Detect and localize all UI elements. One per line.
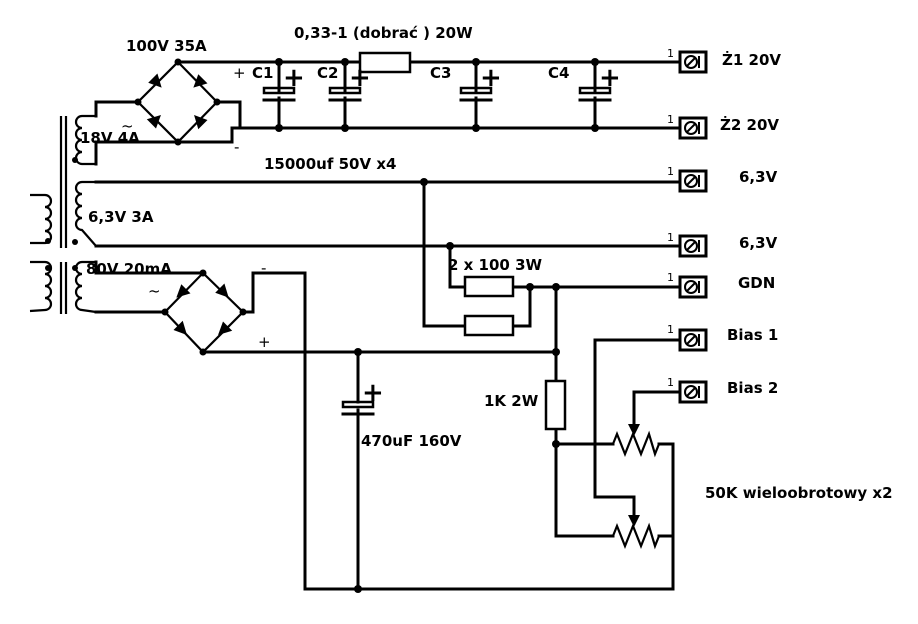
plus-sign: + (258, 333, 271, 351)
resistor-1k-label: 1K 2W (484, 392, 539, 410)
potentiometer-1 (611, 424, 661, 458)
winding-label-18v: 18V 4A (80, 129, 140, 147)
transformer (29, 114, 97, 314)
junctions (275, 58, 599, 593)
pin-number: 1 (667, 47, 674, 60)
series-resistor (358, 51, 412, 74)
pin-number: 1 (667, 323, 674, 336)
capacitor-470uf (341, 400, 375, 416)
connector-6v3-b[interactable] (678, 234, 708, 258)
output-label-bias2: Bias 2 (727, 379, 778, 397)
cap-plus-sign: + (480, 63, 502, 93)
cap-plus-sign: + (599, 63, 621, 93)
capacitor-470uf-label: 470uF 160V (361, 432, 462, 450)
connector-bias2[interactable] (678, 380, 708, 404)
output-label-z1: Ż1 20V (722, 50, 781, 69)
minus-sign: - (261, 259, 266, 277)
output-label-gnd: GDN (738, 274, 775, 292)
bridge-rectifier-1 (134, 58, 221, 146)
connector-z2[interactable] (678, 116, 708, 140)
capacitor-c3-label: C3 (430, 64, 451, 82)
cap-plus-sign: + (362, 378, 384, 408)
capacitor-c2-label: C2 (317, 64, 338, 82)
capacitor-c1-label: C1 (252, 64, 273, 82)
output-label-6v3-b: 6,3V (739, 234, 778, 252)
output-label-bias1: Bias 1 (727, 326, 778, 344)
capacitor-c4 (578, 86, 612, 102)
potentiometer-2 (611, 515, 661, 550)
capacitor-c3 (459, 86, 493, 102)
wiring (94, 60, 682, 591)
pin-number: 1 (667, 376, 674, 389)
resistor-1k (544, 379, 567, 431)
capacitor-c2 (328, 86, 362, 102)
resistor-pair-label: 2 x 100 3W (448, 256, 543, 274)
connector-gnd[interactable] (678, 275, 708, 299)
connector-bias1[interactable] (678, 328, 708, 352)
winding-label-6v3: 6,3V 3A (88, 208, 154, 226)
capacitor-c4-label: C4 (548, 64, 569, 82)
bridge-rectifier-label: 100V 35A (126, 37, 207, 55)
output-label-z2: Ż2 20V (720, 115, 779, 134)
series-resistor-label: 0,33-1 (dobrać ) 20W (294, 24, 473, 42)
resistor-pair (463, 275, 515, 337)
pin-number: 1 (667, 165, 674, 178)
connector-z1[interactable] (678, 50, 708, 74)
potentiometers-label: 50K wieloobrotowy x2 (705, 484, 893, 502)
capacitor-c1 (262, 86, 296, 102)
capacitor-bank (262, 86, 612, 102)
plus-sign: + (233, 64, 246, 82)
connector-6v3-a[interactable] (678, 169, 708, 193)
capacitor-bank-label: 15000uf 50V x4 (264, 155, 396, 173)
ac-symbol: ~ (121, 117, 134, 135)
pin-number: 1 (667, 271, 674, 284)
minus-sign: - (234, 138, 239, 156)
ac-symbol: ~ (148, 282, 161, 300)
pin-number: 1 (667, 113, 674, 126)
output-label-6v3-a: 6,3V (739, 168, 778, 186)
cap-plus-sign: + (349, 63, 371, 93)
bridge-rectifier-2 (161, 269, 247, 356)
cap-plus-sign: + (283, 63, 305, 93)
winding-label-80v: 80V 20mA (86, 260, 172, 278)
pin-number: 1 (667, 231, 674, 244)
